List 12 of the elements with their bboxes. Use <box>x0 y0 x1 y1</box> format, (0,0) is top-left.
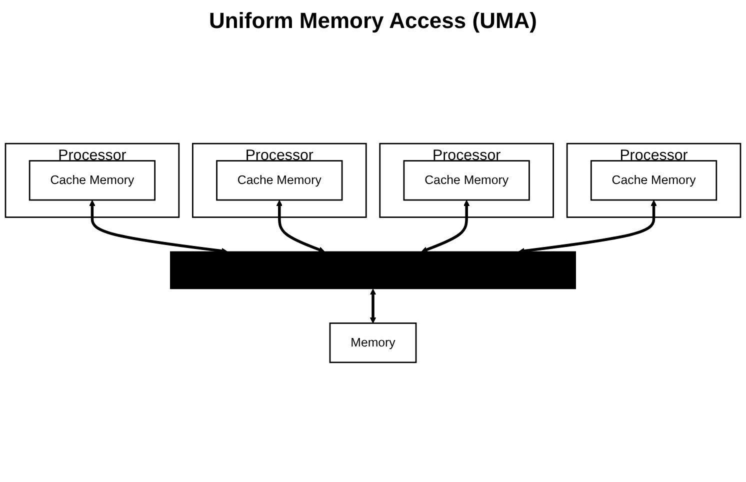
arrow <box>276 200 325 252</box>
node-box: Cache Memory <box>28 160 156 201</box>
arrow <box>370 288 376 324</box>
diagram-title: Uniform Memory Access (UMA) <box>208 8 538 34</box>
arrow <box>421 200 470 252</box>
node-box: Memory <box>329 322 417 364</box>
node-box: Cache Memory <box>590 160 718 201</box>
node-bar <box>170 251 576 290</box>
node-box: Cache Memory <box>216 160 343 201</box>
node-box: Cache Memory <box>403 160 530 201</box>
arrow <box>89 200 228 254</box>
arrow <box>518 200 657 254</box>
